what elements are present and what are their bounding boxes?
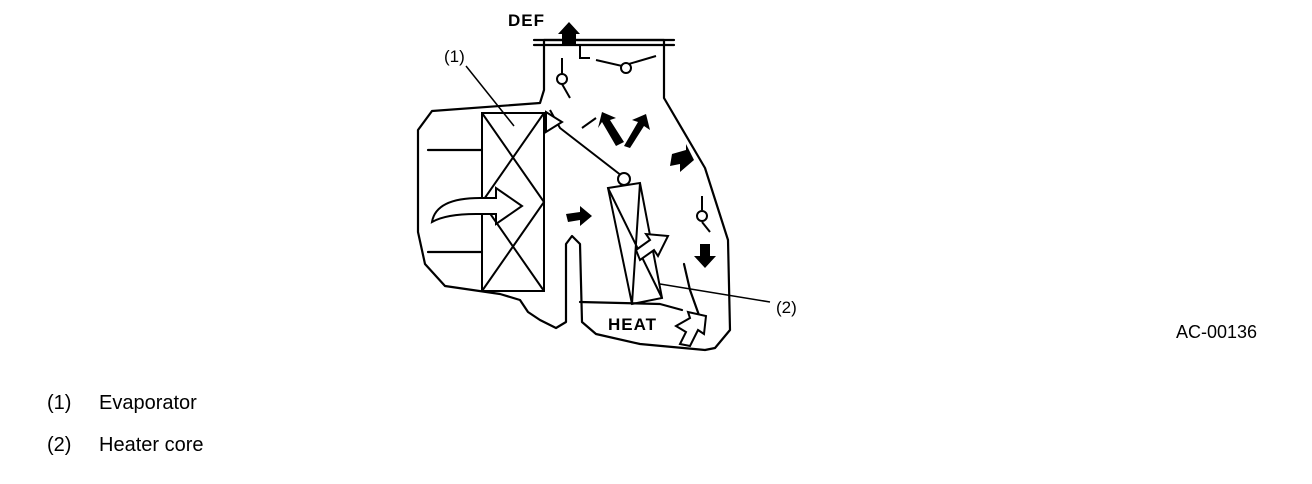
bypass-arrow	[545, 110, 564, 134]
split-arrow-left	[598, 112, 624, 146]
dampers	[549, 44, 711, 233]
parts-legend: (1) Evaporator (2) Heater core	[47, 392, 204, 476]
vent-arrow-upper	[670, 144, 694, 172]
heat-arrow	[674, 310, 708, 348]
figure-id: AC-00136	[1176, 322, 1257, 342]
callout-1-label: (1)	[444, 47, 465, 66]
callout-leaders	[465, 65, 771, 303]
def-label: DEF	[508, 11, 545, 30]
callout-2-label: (2)	[776, 298, 797, 317]
airflow-arrows	[430, 22, 716, 348]
legend-item-heater-core: (2) Heater core	[47, 434, 204, 456]
legend-item-evaporator: (1) Evaporator	[47, 392, 204, 414]
legend-number: (2)	[47, 434, 72, 456]
vent-arrow-lower	[694, 244, 716, 268]
heater-core	[606, 181, 664, 306]
legend-text: Evaporator	[99, 392, 197, 414]
legend-text: Heater core	[99, 434, 204, 456]
heater-flow-arrow	[634, 232, 670, 262]
def-arrow	[558, 22, 580, 44]
legend-number: (1)	[47, 392, 72, 414]
split-arrow-right	[624, 114, 650, 148]
heat-label: HEAT	[608, 315, 657, 334]
housing-outline	[416, 38, 732, 352]
mix-arrow	[566, 206, 592, 226]
intake-arrow	[430, 186, 524, 226]
